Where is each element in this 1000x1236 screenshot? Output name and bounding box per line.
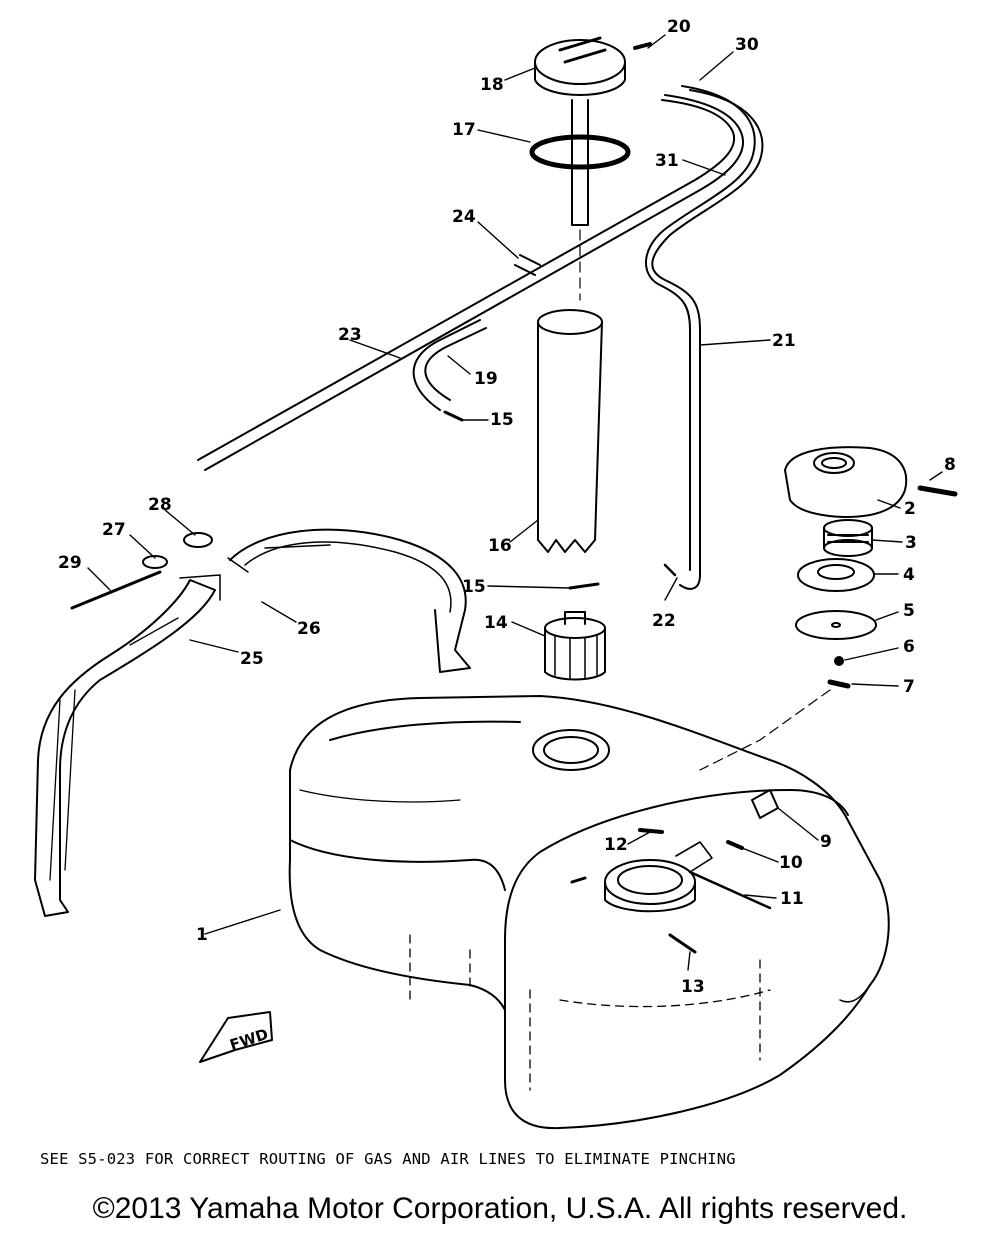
callout-23: 23 xyxy=(338,325,362,345)
callout-20: 20 xyxy=(667,17,691,37)
fuel-tank xyxy=(288,695,890,1130)
callout-15-hose: 15 xyxy=(490,410,514,430)
callout-24: 24 xyxy=(452,207,476,227)
forward-arrow-icon: FWD xyxy=(199,1011,273,1063)
fwd-label: FWD xyxy=(228,1025,271,1054)
callout-14: 14 xyxy=(484,613,508,633)
callout-5: 5 xyxy=(903,601,915,621)
callout-26: 26 xyxy=(297,619,321,639)
callout-16: 16 xyxy=(488,536,512,556)
callout-19: 19 xyxy=(474,369,498,389)
callout-28: 28 xyxy=(148,495,172,515)
callout-13: 13 xyxy=(681,977,705,997)
fuel-strainer xyxy=(443,410,606,681)
fuel-tank-exploded-diagram: FWD 1 2 3 4 5 6 7 8 9 10 11 12 13 14 15 … xyxy=(34,17,958,1130)
callout-1: 1 xyxy=(196,925,208,945)
callout-18: 18 xyxy=(480,75,504,95)
leader-lines xyxy=(87,34,943,971)
tank-straps xyxy=(34,528,471,917)
fuel-gauge-unit xyxy=(529,36,631,553)
callout-31: 31 xyxy=(655,151,679,171)
routing-footnote: SEE S5-023 FOR CORRECT ROUTING OF GAS AN… xyxy=(40,1150,736,1168)
callout-7: 7 xyxy=(903,677,915,697)
callout-2: 2 xyxy=(904,499,916,519)
fuel-cap-assembly xyxy=(699,446,958,771)
callout-4: 4 xyxy=(903,565,915,585)
callout-3: 3 xyxy=(905,533,917,553)
callout-15-strainer: 15 xyxy=(462,577,486,597)
callout-12: 12 xyxy=(604,835,628,855)
callout-27: 27 xyxy=(102,520,126,540)
callout-8: 8 xyxy=(944,455,956,475)
callout-6: 6 xyxy=(903,637,915,657)
callout-11: 11 xyxy=(780,889,804,909)
small-hardware xyxy=(570,828,772,954)
fuel-hoses xyxy=(197,42,764,590)
callout-21: 21 xyxy=(772,331,796,351)
callout-17: 17 xyxy=(452,120,476,140)
callout-9: 9 xyxy=(820,832,832,852)
callout-25: 25 xyxy=(240,649,264,669)
callout-10: 10 xyxy=(779,853,803,873)
callout-22: 22 xyxy=(652,611,676,631)
callout-29: 29 xyxy=(58,553,82,573)
callout-30: 30 xyxy=(735,35,759,55)
copyright-notice: ©2013 Yamaha Motor Corporation, U.S.A. A… xyxy=(92,1192,908,1225)
